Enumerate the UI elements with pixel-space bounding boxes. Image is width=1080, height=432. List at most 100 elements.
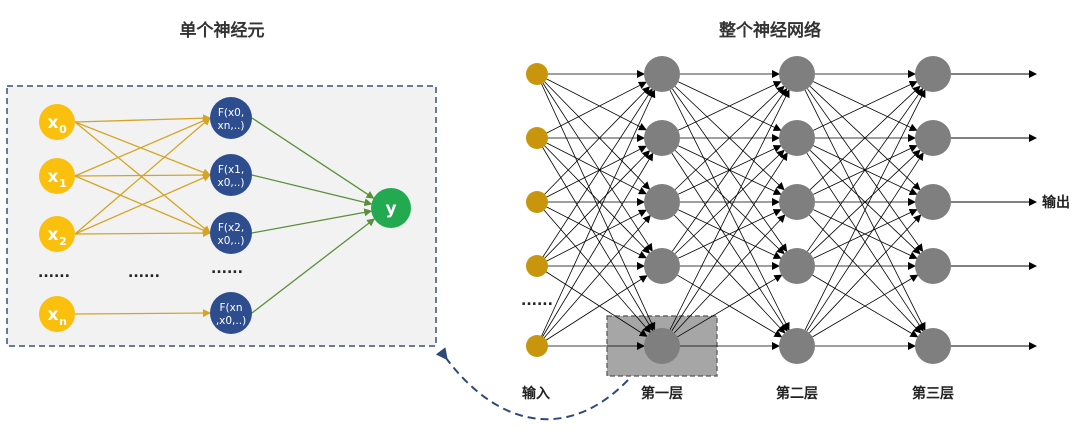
layer1-node bbox=[644, 184, 680, 220]
network-connection bbox=[536, 265, 648, 337]
input-node-circle bbox=[39, 104, 75, 140]
input-function-connection bbox=[74, 121, 211, 234]
network-connection bbox=[536, 73, 653, 252]
network-input-node bbox=[526, 191, 548, 213]
layer3-node bbox=[915, 120, 951, 156]
input-node-circle bbox=[39, 158, 75, 194]
network-connection bbox=[536, 275, 648, 347]
input-node-circle bbox=[39, 296, 75, 332]
function-node: F(x1,x0,..) bbox=[210, 154, 252, 196]
layer1-node bbox=[644, 248, 680, 284]
network-connection bbox=[678, 81, 782, 131]
input-node-subscript: 0 bbox=[59, 123, 67, 136]
network-connection bbox=[536, 86, 651, 203]
function-node-line1: F(x2, bbox=[218, 222, 244, 234]
function-node-line2: ,x0,..) bbox=[216, 315, 246, 327]
input-node-circle bbox=[39, 216, 75, 252]
function-node-line2: x0,..) bbox=[217, 177, 244, 189]
input-node-label: x bbox=[48, 167, 59, 187]
network-connection bbox=[678, 209, 782, 259]
network-connection bbox=[674, 149, 785, 254]
function-node-line1: F(xn bbox=[219, 302, 242, 314]
layer3-node bbox=[915, 248, 951, 284]
network-connection bbox=[536, 137, 647, 195]
single-neuron-connections bbox=[74, 114, 376, 318]
network-connection bbox=[807, 87, 924, 252]
input-function-connection bbox=[74, 117, 211, 177]
output-node-circle bbox=[371, 188, 411, 228]
network-connection bbox=[672, 87, 788, 252]
network-connection bbox=[674, 214, 786, 334]
function-output-connection bbox=[251, 218, 376, 314]
functions-ellipsis: ...... bbox=[211, 261, 243, 277]
network-connection bbox=[536, 201, 647, 259]
function-node: F(x2,x0,..) bbox=[210, 212, 252, 254]
network-connection bbox=[812, 274, 919, 338]
function-node-circle bbox=[210, 154, 252, 196]
network-connection bbox=[536, 81, 647, 139]
layer1-node bbox=[644, 328, 680, 364]
function-output-connection bbox=[251, 208, 373, 234]
function-node-line2: xn,..) bbox=[218, 120, 245, 132]
network-connection bbox=[813, 209, 918, 259]
layer3-node bbox=[915, 328, 951, 364]
input-node-label: x bbox=[48, 305, 59, 325]
network-connection bbox=[536, 209, 647, 267]
input-function-connection bbox=[74, 117, 211, 235]
input-function-connection bbox=[74, 121, 211, 177]
network-connection bbox=[813, 81, 918, 131]
network-connection bbox=[677, 274, 783, 338]
input-label: 输入 bbox=[522, 385, 550, 402]
network-connection bbox=[536, 73, 647, 131]
network-connection bbox=[809, 149, 921, 254]
network-connection bbox=[536, 88, 653, 267]
output-node: y bbox=[371, 188, 411, 228]
network-input-node bbox=[526, 127, 548, 149]
input-function-connection bbox=[74, 114, 211, 123]
network-connection bbox=[536, 214, 651, 347]
input-function-connection bbox=[74, 309, 211, 318]
layer2-node bbox=[779, 120, 815, 156]
function-node-circle bbox=[210, 97, 252, 139]
function-node: F(x0,xn,..) bbox=[210, 97, 252, 139]
input-function-connection bbox=[74, 229, 211, 238]
output-label: 输出 bbox=[1042, 194, 1070, 211]
function-node-line2: x0,..) bbox=[217, 235, 244, 247]
network-connections bbox=[536, 70, 1037, 350]
network-connection bbox=[804, 89, 926, 331]
network-connection bbox=[536, 152, 654, 347]
connections-ellipsis: ...... bbox=[128, 265, 160, 281]
network-input-node bbox=[526, 255, 548, 277]
layer3-label: 第三层 bbox=[912, 385, 954, 402]
input-node-label: x bbox=[48, 113, 59, 133]
network-connection bbox=[536, 89, 656, 347]
function-node-line1: F(x1, bbox=[218, 164, 244, 176]
layer2-node bbox=[779, 328, 815, 364]
input-node-subscript: n bbox=[59, 315, 67, 328]
network-connection bbox=[671, 152, 788, 332]
network-connection bbox=[806, 152, 924, 332]
zoom-arrow bbox=[435, 347, 629, 421]
network-connection bbox=[536, 73, 651, 190]
inputs-ellipsis: ...... bbox=[38, 265, 70, 281]
network-input-node bbox=[526, 335, 548, 357]
input-function-connection bbox=[74, 174, 211, 235]
network-connection bbox=[536, 150, 651, 267]
network-nodes bbox=[526, 56, 951, 364]
layer2-node bbox=[779, 248, 815, 284]
function-output-connection bbox=[251, 117, 375, 199]
input-node-subscript: 2 bbox=[59, 235, 67, 248]
network-connection bbox=[809, 214, 922, 334]
network-connection bbox=[669, 89, 790, 331]
network-connection bbox=[536, 137, 651, 254]
layer2-label: 第二层 bbox=[776, 385, 818, 402]
input-node-label: x bbox=[48, 225, 59, 245]
layer1-label: 第一层 bbox=[641, 385, 683, 402]
function-output-connection bbox=[251, 174, 373, 207]
